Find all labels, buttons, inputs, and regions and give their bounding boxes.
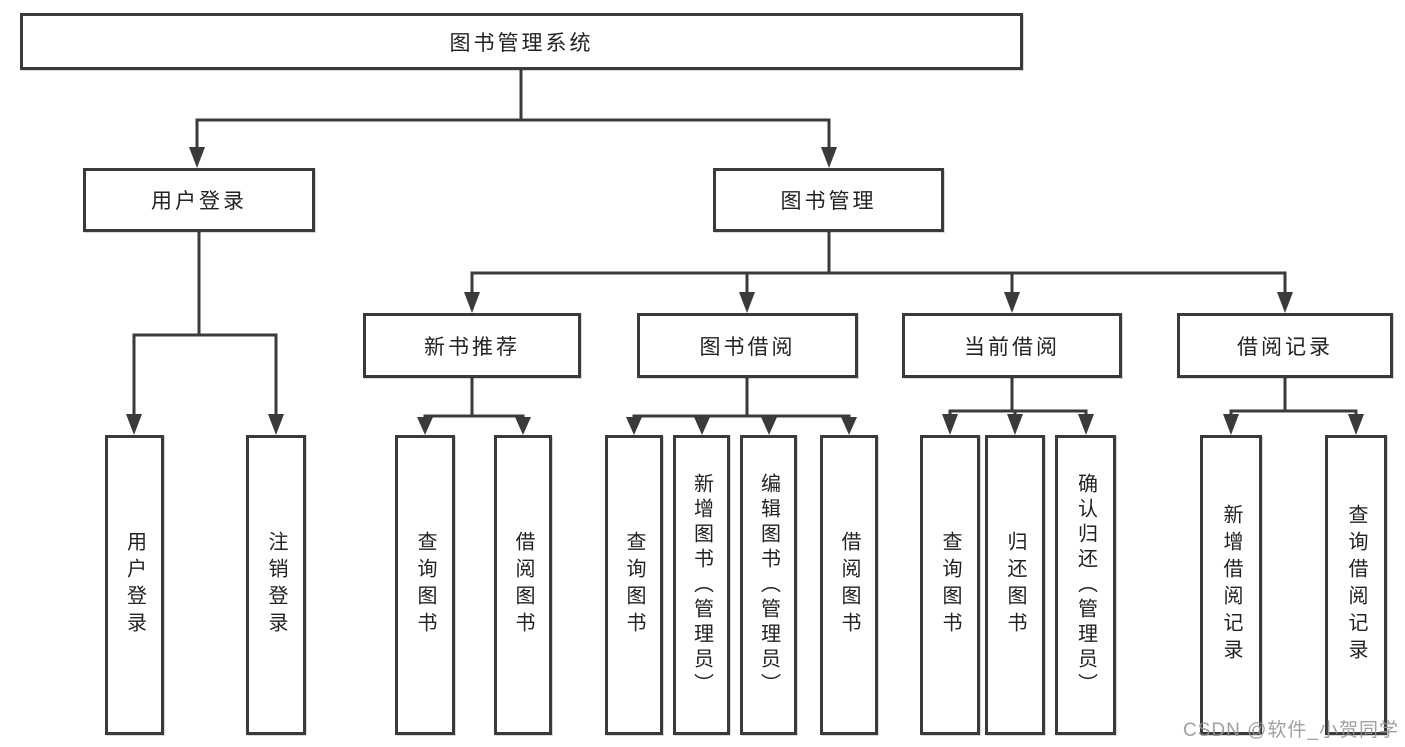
leaf-edit-books-admin: 编辑图书（管理员）: [740, 435, 797, 735]
leaf-confirm-return-admin: 确认归还（管理员）: [1055, 435, 1116, 735]
leaf-user-login: 用户登录: [105, 435, 164, 735]
leaf-logout: 注销登录: [246, 435, 306, 735]
leaf-query-books-borrowing: 查询图书: [605, 435, 663, 735]
node-label: 归还图书: [1004, 531, 1026, 639]
node-label: 注销登录: [265, 531, 287, 639]
node-borrowing-records: 借阅记录: [1177, 313, 1393, 378]
node-label: 查询借阅记录: [1345, 504, 1367, 666]
leaf-query-books-current: 查询图书: [920, 435, 980, 735]
node-label: 用户登录: [151, 190, 247, 213]
leaf-add-borrow-record: 新增借阅记录: [1200, 435, 1262, 735]
leaf-borrow-books-borrowing: 借阅图书: [820, 435, 878, 735]
node-label: 借阅图书: [838, 531, 860, 639]
node-label: 新增借阅记录: [1220, 504, 1242, 666]
node-current-borrowing: 当前借阅: [902, 313, 1122, 378]
node-label: 编辑图书（管理员）: [757, 472, 780, 698]
leaf-query-books-recommend: 查询图书: [395, 435, 455, 735]
node-label: 借阅图书: [512, 531, 534, 639]
leaf-add-books-admin: 新增图书（管理员）: [673, 435, 730, 735]
node-label: 图书管理系统: [449, 31, 594, 55]
node-label: 图书管理: [780, 190, 877, 213]
node-label: 查询图书: [414, 531, 436, 639]
node-label: 当前借阅: [964, 335, 1060, 359]
node-label: 新增图书（管理员）: [690, 472, 713, 698]
leaf-borrow-books-recommend: 借阅图书: [494, 435, 552, 735]
node-label: 查询图书: [939, 531, 961, 639]
node-library-system: 图书管理系统: [20, 13, 1023, 70]
node-label: 图书借阅: [699, 335, 796, 359]
node-label: 用户登录: [123, 531, 146, 639]
node-user-login: 用户登录: [83, 168, 315, 232]
leaf-return-books: 归还图书: [985, 435, 1045, 735]
leaf-query-borrow-record: 查询借阅记录: [1325, 435, 1387, 735]
node-label: 查询图书: [623, 531, 645, 639]
node-book-borrowing: 图书借阅: [637, 313, 858, 378]
node-label: 新书推荐: [424, 335, 520, 359]
node-label: 借阅记录: [1237, 335, 1333, 359]
node-label: 确认归还（管理员）: [1074, 472, 1097, 698]
node-new-book-recommend: 新书推荐: [363, 313, 581, 378]
watermark: CSDN @软件_小贺同学: [1183, 720, 1399, 741]
node-book-management: 图书管理: [713, 168, 944, 232]
